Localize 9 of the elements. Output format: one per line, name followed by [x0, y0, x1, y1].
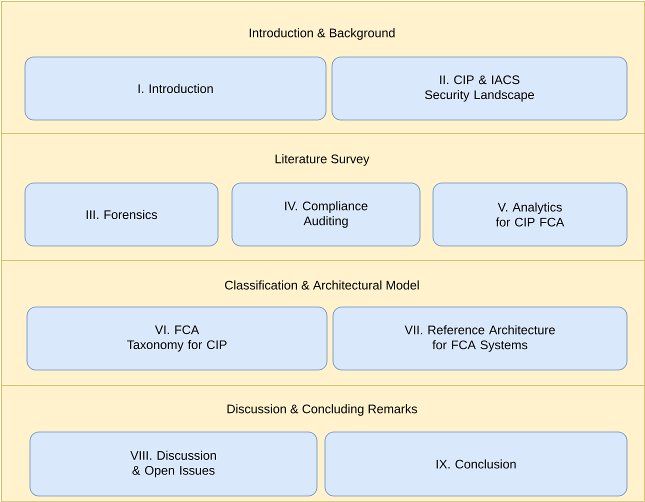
section-box: I. Introduction	[24, 56, 326, 120]
section-box: IV. Compliance Auditing	[232, 182, 420, 246]
section-box: VI. FCA Taxonomy for CIP	[26, 306, 328, 370]
section-box: II. CIP & IACS Security Landscape	[332, 56, 628, 120]
section-box: III. Forensics	[24, 182, 218, 246]
section-box: V. Analytics for CIP FCA	[432, 182, 628, 246]
section-box: VIII. Discussion & Open Issues	[30, 432, 318, 496]
section-box: VII. Reference Architecture for FCA Systems	[332, 306, 628, 370]
section-box: IX. Conclusion	[324, 432, 628, 496]
